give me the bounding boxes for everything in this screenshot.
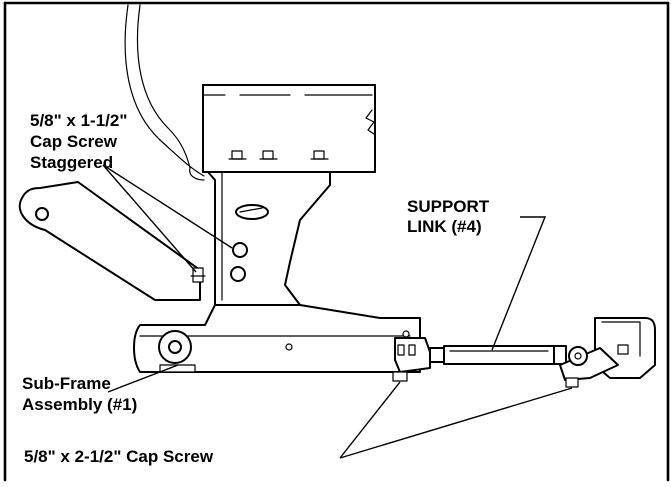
label-support-link-line-1: SUPPORT	[407, 197, 490, 216]
label-staggered-line-1: 5/8" x 1-1/2"	[30, 111, 127, 130]
leader-support-link	[491, 216, 547, 351]
leader-staggered-2	[102, 164, 233, 249]
label-cap-screw-staggered: 5/8" x 1-1/2" Cap Screw Staggered	[30, 111, 127, 172]
rear-link-mount	[559, 317, 656, 388]
support-link-rod	[429, 345, 567, 365]
leader-cap-screw-2	[339, 387, 573, 459]
staggered-cap-screws	[190, 242, 248, 283]
mounting-bracket	[207, 171, 331, 306]
bracket-bolt-side	[190, 267, 206, 283]
leader-lines	[102, 164, 573, 459]
bracket-bolt-lower	[230, 266, 246, 282]
label-staggered-line-3: Staggered	[30, 153, 113, 172]
label-support-link-line-2: LINK (#4)	[407, 217, 482, 236]
tire-outline-inner	[136, 4, 205, 181]
sub-frame-tube	[133, 304, 421, 373]
label-staggered-line-2: Cap Screw	[30, 132, 118, 151]
label-sub-frame-line-2: Assembly (#1)	[22, 395, 137, 414]
leader-staggered-1	[102, 164, 197, 273]
label-support-link: SUPPORT LINK (#4)	[407, 197, 490, 236]
leader-sub-frame	[107, 364, 179, 393]
frame-border	[3, 1, 670, 482]
label-sub-frame-line-1: Sub-Frame	[22, 374, 111, 393]
leader-cap-screw-1	[339, 381, 401, 459]
sub-frame-arm	[18, 181, 201, 301]
tire-outline	[124, 4, 205, 177]
subframe-clevis	[392, 337, 431, 382]
label-sub-frame: Sub-Frame Assembly (#1)	[22, 374, 137, 414]
bracket-bolt-upper	[232, 242, 248, 258]
label-cap-screw-long: 5/8" x 2-1/2" Cap Screw	[24, 447, 214, 466]
